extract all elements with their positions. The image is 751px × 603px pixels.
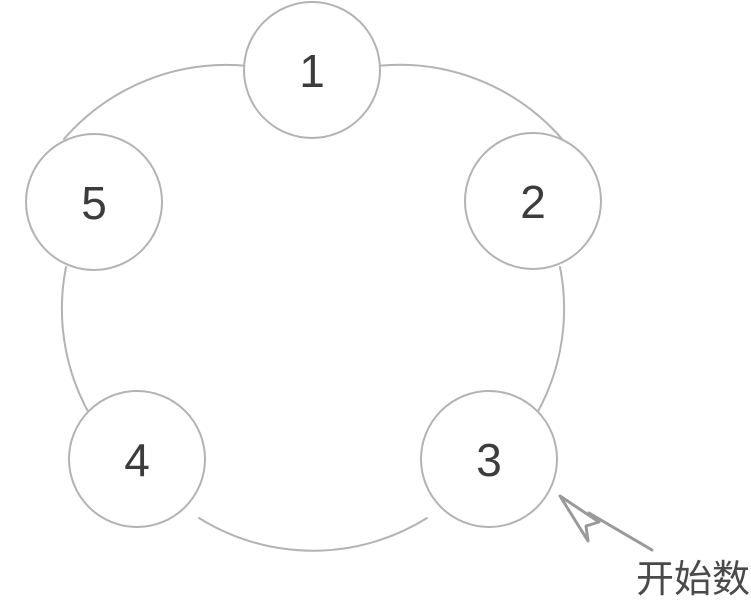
edge-2-3 [527, 266, 566, 429]
node-1-circle[interactable] [243, 1, 381, 139]
node-2-circle[interactable] [464, 132, 602, 270]
node-5-label: 5 [81, 177, 107, 229]
edge-3-4 [198, 517, 428, 552]
node-2[interactable]: 2 [464, 132, 602, 270]
start-annotation: 开始数 [558, 494, 750, 601]
edge-4-5 [60, 266, 99, 429]
annotation-label: 开始数 [636, 557, 750, 601]
edge-5-1 [63, 63, 249, 140]
node-5[interactable]: 5 [25, 133, 163, 271]
node-1[interactable]: 1 [243, 1, 381, 139]
node-4[interactable]: 4 [68, 390, 206, 528]
node-3[interactable]: 3 [420, 390, 558, 528]
node-group: 1 2 3 4 5 [25, 1, 602, 528]
node-2-label: 2 [520, 176, 546, 228]
annotation-arrow-head-icon [558, 494, 601, 543]
node-1-label: 1 [299, 45, 325, 97]
annotation-arrow-shaft [587, 511, 654, 552]
edge-1-2 [376, 63, 563, 140]
node-4-circle[interactable] [68, 390, 206, 528]
node-3-circle[interactable] [420, 390, 558, 528]
node-3-label: 3 [476, 434, 502, 486]
node-4-label: 4 [124, 434, 150, 486]
node-5-circle[interactable] [25, 133, 163, 271]
